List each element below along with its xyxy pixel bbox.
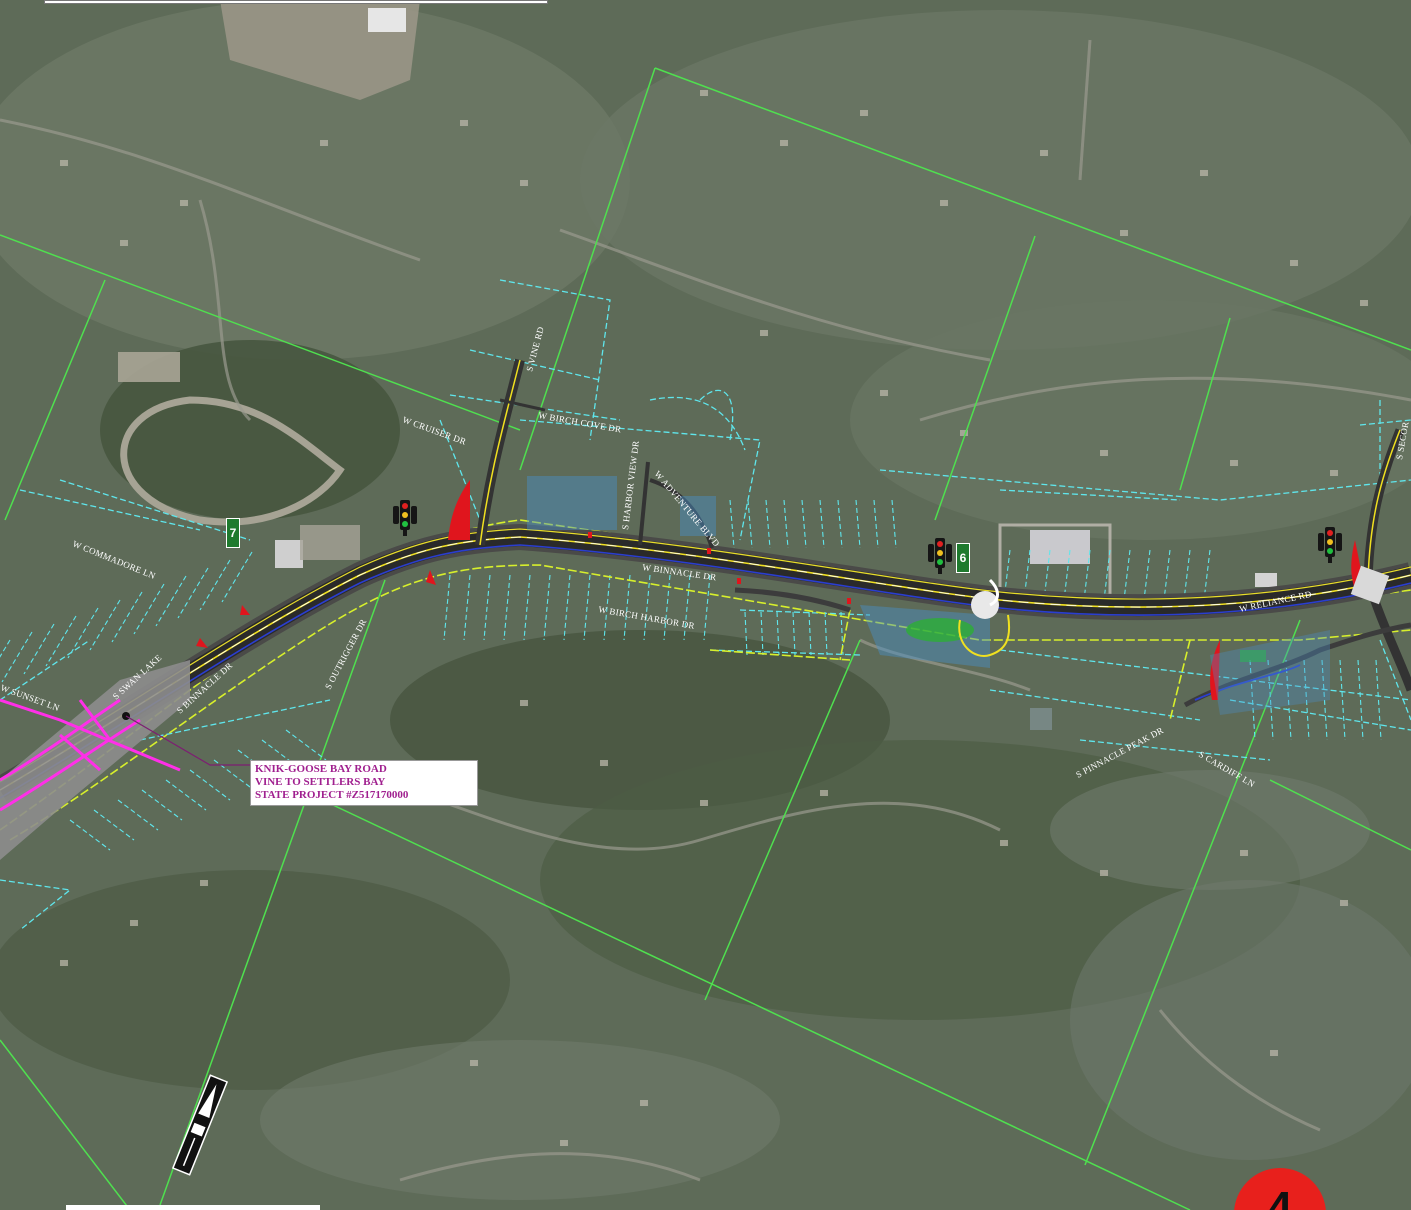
drainage-ponds bbox=[527, 476, 1330, 730]
milepost-marker-7: 7 bbox=[226, 518, 240, 548]
callout-leader bbox=[122, 712, 250, 766]
traffic-signal-icon bbox=[928, 538, 952, 574]
callout-line-2: VINE TO SETTLERS BAY bbox=[255, 776, 386, 788]
north-arrow-icon bbox=[171, 1074, 229, 1176]
knik-goose-bay-roadway bbox=[0, 358, 1411, 860]
turn-pockets bbox=[196, 480, 1365, 700]
title-block-top-edge bbox=[44, 0, 548, 4]
roundabout-mp6 bbox=[958, 565, 1390, 657]
title-block-bottom-edge bbox=[66, 1205, 320, 1210]
sunset-ln-intersection bbox=[0, 698, 181, 812]
traffic-signal-icon bbox=[393, 500, 417, 536]
callout-line-1: KNIK-GOOSE BAY ROAD bbox=[255, 763, 387, 775]
section-grid bbox=[0, 67, 1411, 1210]
project-callout: KNIK-GOOSE BAY ROAD VINE TO SETTLERS BAY… bbox=[250, 760, 478, 806]
traffic-signal-icon bbox=[1318, 527, 1342, 563]
parcel-lines bbox=[0, 279, 1411, 931]
parcel-lot-lines bbox=[0, 499, 1382, 851]
milepost-marker-6: 6 bbox=[956, 543, 970, 573]
callout-line-3: STATE PROJECT #Z517170000 bbox=[255, 789, 409, 801]
